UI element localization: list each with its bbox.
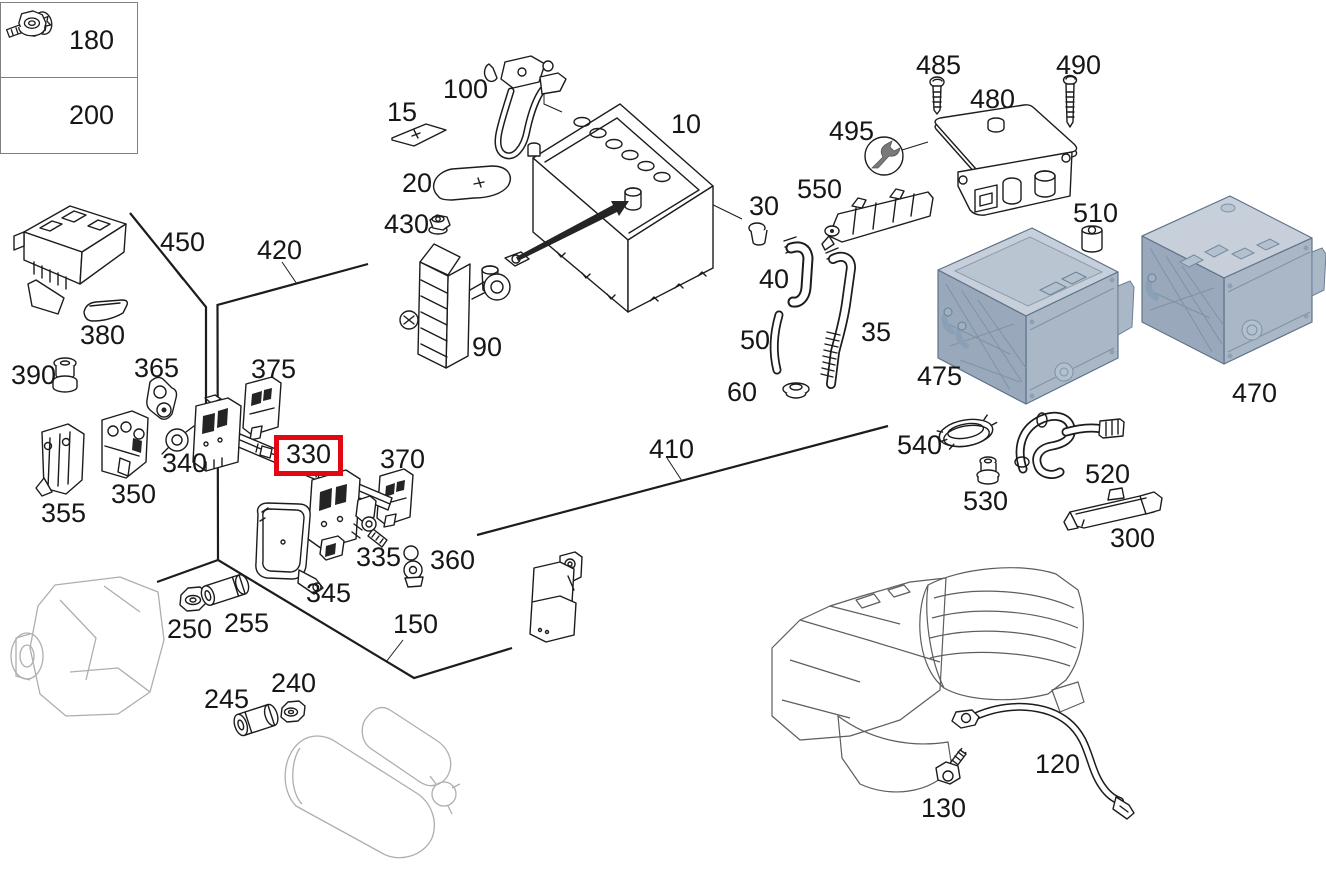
part-callout-60[interactable]: 60 [727,377,758,407]
part-callout-485[interactable]: 485 [916,50,962,80]
part-365-bracket[interactable] [146,376,178,421]
part-30-plug[interactable] [748,222,768,246]
part-240-nut[interactable] [280,700,306,723]
part-callout-10[interactable]: 10 [671,109,702,139]
part-530-grommet[interactable] [976,456,1000,485]
part-callout-430[interactable]: 430 [384,209,430,239]
part-callout-470[interactable]: 470 [1232,378,1278,408]
part-callout-420[interactable]: 420 [257,235,303,265]
part-callout-15[interactable]: 15 [387,97,418,127]
part-390-grommet[interactable] [52,357,78,393]
part-475-48v-battery[interactable] [937,227,1135,405]
part-510-spacer[interactable] [1081,225,1103,253]
part-10-battery[interactable] [527,103,714,313]
part-callout-250[interactable]: 250 [167,614,213,644]
part-callout-255[interactable]: 255 [224,608,270,638]
part-callout-30[interactable]: 30 [749,191,780,221]
part-130-bolt[interactable] [935,747,967,785]
part-callout-90[interactable]: 90 [472,332,503,362]
part-90-terminal-assembly[interactable] [399,243,530,369]
part-callout-245[interactable]: 245 [204,684,250,714]
part-120-ground-strap[interactable] [951,702,1135,820]
legend-box: 180 200 [0,2,138,154]
part-485-screw[interactable] [929,76,945,115]
part-callout-450[interactable]: 450 [160,227,206,257]
part-callout-365[interactable]: 365 [134,353,180,383]
part-430-nut[interactable] [428,214,451,235]
part-callout-410[interactable]: 410 [649,434,695,464]
part-370-holder[interactable] [376,468,414,528]
part-callout-510[interactable]: 510 [1073,198,1119,228]
part-callout-360[interactable]: 360 [430,545,476,575]
alternator-reference [10,576,165,717]
wrench-icon[interactable] [864,136,904,176]
part-50-vent-tube[interactable] [769,310,784,375]
part-callout-390[interactable]: 390 [11,360,57,390]
legend-item-label: 180 [69,24,115,55]
part-callout-375[interactable]: 375 [251,354,297,384]
part-15-plate[interactable] [391,123,447,147]
part-callout-100[interactable]: 100 [443,74,489,104]
part-60-grommet[interactable] [782,382,810,399]
part-540-seal[interactable] [936,414,1000,451]
part-callout-120[interactable]: 120 [1035,749,1081,779]
engine-transmission-reference [771,567,1085,793]
part-40-vent-elbow[interactable] [783,236,814,308]
part-300-rail[interactable] [1063,487,1163,531]
part-callout-240[interactable]: 240 [271,668,317,698]
part-prefuse-box[interactable] [13,205,127,315]
part-callout-35[interactable]: 35 [861,317,892,347]
part-callout-50[interactable]: 50 [740,325,771,355]
part-callout-335[interactable]: 335 [356,542,402,572]
part-355-bracket[interactable] [35,423,85,497]
part-490-screw[interactable] [1062,74,1078,128]
part-20-plate[interactable] [433,165,511,201]
part-callout-130[interactable]: 130 [921,793,967,823]
part-100-terminal-clamp[interactable] [483,55,567,160]
part-360-clamp[interactable] [403,545,424,588]
part-callout-350[interactable]: 350 [111,479,157,509]
part-350-bracket[interactable] [101,410,149,479]
part-245-bushing[interactable] [232,703,281,738]
part-335-screw[interactable] [361,516,388,548]
starter-reference [284,706,461,859]
part-callout-345[interactable]: 345 [306,578,352,608]
part-callout-475[interactable]: 475 [917,361,963,391]
part-35-vent-hose[interactable] [820,247,857,389]
part-480-control-unit[interactable] [934,104,1078,216]
part-callout-355[interactable]: 355 [41,498,87,528]
part-340-clip[interactable] [161,425,195,455]
part-380-cover[interactable] [83,299,129,322]
part-callout-520[interactable]: 520 [1085,459,1131,489]
part-callout-370[interactable]: 370 [380,444,426,474]
part-375-holder[interactable] [242,376,282,441]
part-callout-495[interactable]: 495 [829,116,875,146]
part-550-bracket[interactable] [821,188,934,251]
part-callout-20[interactable]: 20 [402,168,433,198]
part-callout-150[interactable]: 150 [393,609,439,639]
part-callout-530[interactable]: 530 [963,486,1009,516]
part-callout-40[interactable]: 40 [759,264,790,294]
part-callout-480[interactable]: 480 [970,84,1016,114]
part-callout-330[interactable]: 330 [274,435,344,476]
part-callout-550[interactable]: 550 [797,174,843,204]
battery-terminal-arrow [516,201,629,261]
part-520-hose-assembly[interactable] [1014,411,1125,479]
part-470-48v-battery[interactable] [1141,195,1326,365]
part-relay-holder[interactable] [529,551,583,643]
part-callout-490[interactable]: 490 [1056,50,1102,80]
part-345-cover[interactable] [255,502,324,595]
part-255-bushing[interactable] [199,573,251,607]
legend-item-label: 200 [69,99,115,130]
part-callout-380[interactable]: 380 [80,320,126,350]
part-callout-340[interactable]: 340 [162,448,208,478]
part-callout-540[interactable]: 540 [897,430,943,460]
legend-item-nut[interactable]: 200 [1,10,137,152]
part-callout-300[interactable]: 300 [1110,523,1156,553]
